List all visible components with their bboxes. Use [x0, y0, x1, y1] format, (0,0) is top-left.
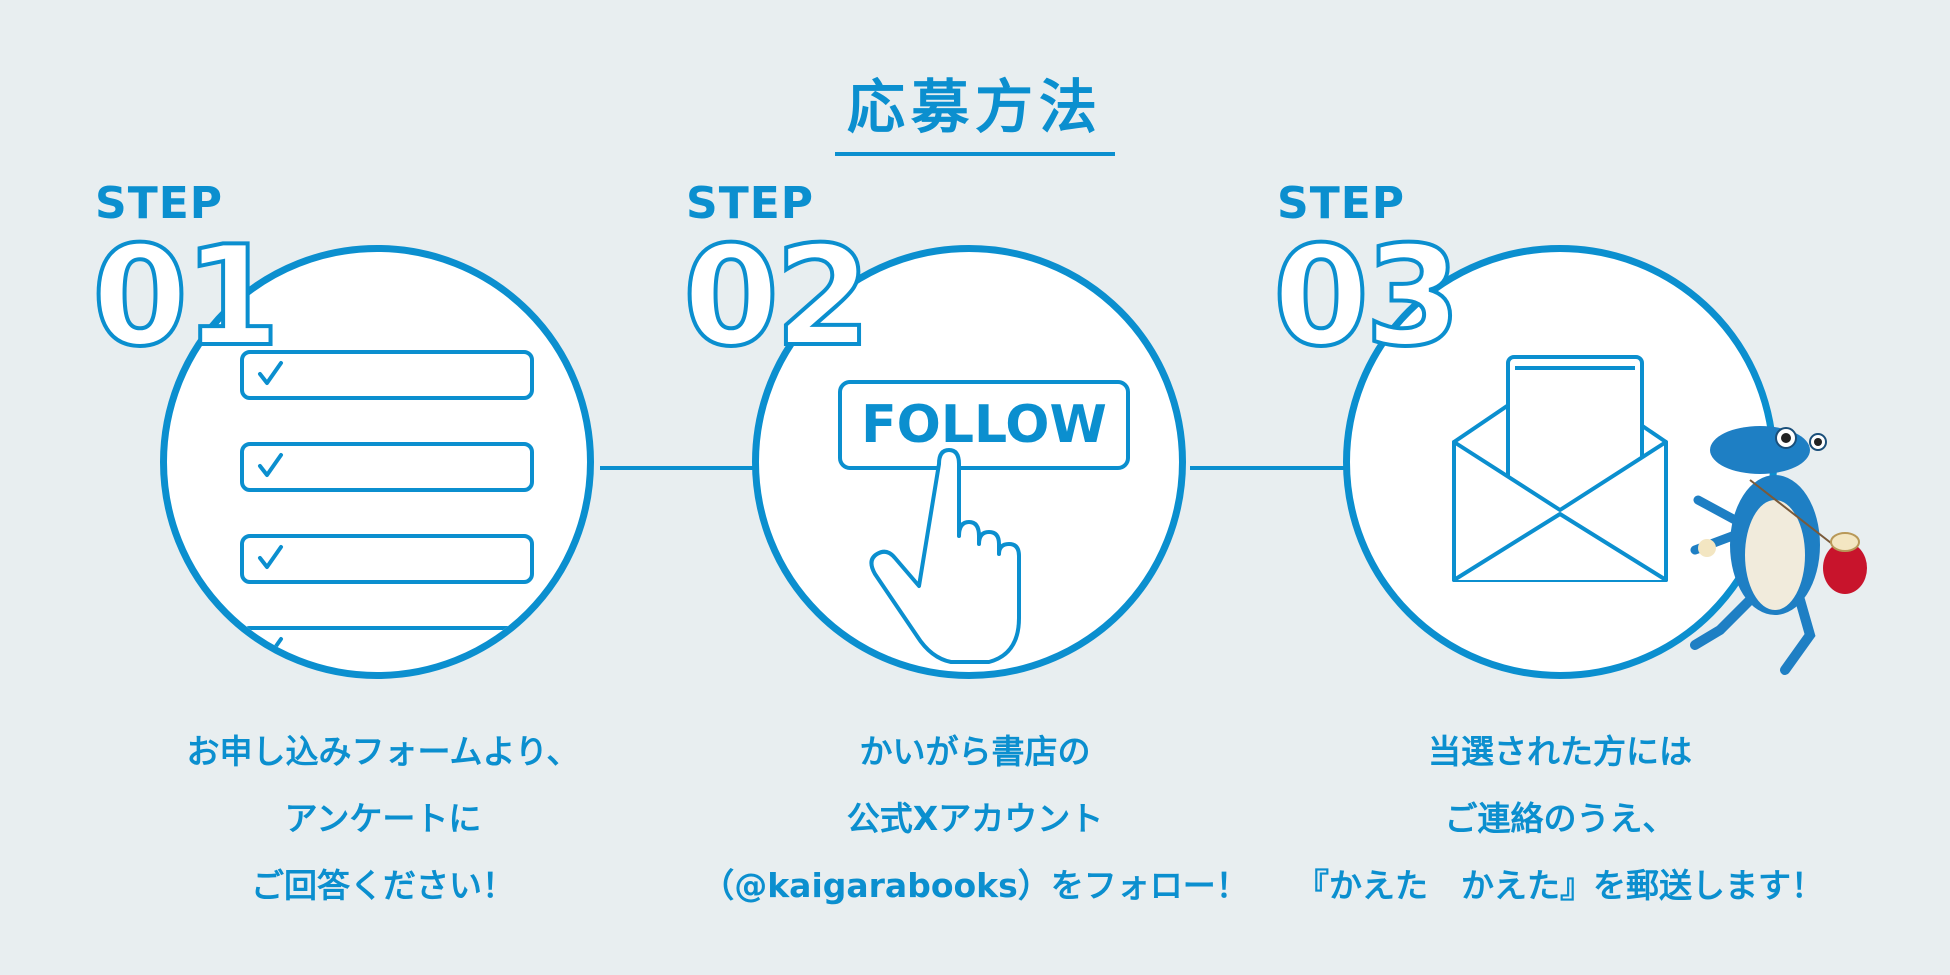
step-label-1: STEP: [95, 178, 224, 229]
connector-line-2: [1190, 466, 1350, 470]
follow-button-label: FOLLOW: [861, 395, 1107, 455]
envelope-book-icon: [1452, 355, 1668, 582]
step-1-line-2: アンケートに: [284, 799, 482, 838]
step-1-line-1: お申し込みフォームより、: [186, 732, 580, 771]
step-2-line-1: かいがら書店の: [859, 732, 1091, 771]
step-number-3: 03: [1271, 216, 1463, 377]
step-2-line-3: （@kaigarabooks）をフォロー！: [701, 866, 1249, 905]
step-label-2: STEP: [686, 178, 815, 229]
step-number-2: 02: [681, 216, 873, 377]
step-1-circle: [160, 245, 594, 679]
step-3-line-2: ご連絡のうえ、: [1444, 799, 1676, 838]
step-2-line-2: 公式Xアカウント: [846, 799, 1104, 838]
step-3-description: 当選された方には ご連絡のうえ、 『かえた かえた』を郵送します！: [1280, 718, 1840, 919]
step-3-line-3: 『かえた かえた』を郵送します！: [1296, 866, 1824, 905]
frog-illustration: [1690, 426, 1867, 675]
connector-line-1: [600, 466, 760, 470]
step-1-line-3: ご回答ください！: [251, 866, 515, 905]
step-number-1: 01: [90, 216, 282, 377]
step-label-3: STEP: [1277, 178, 1406, 229]
follow-button-icon: [838, 380, 1130, 664]
step-1-description: お申し込みフォームより、 アンケートに ご回答ください！: [103, 718, 663, 919]
step-3-circle: [1343, 245, 1777, 679]
step-3-line-1: 当選された方には: [1428, 732, 1692, 771]
step-2-description: かいがら書店の 公式Xアカウント （@kaigarabooks）をフォロー！: [695, 718, 1255, 919]
page-title: 応募方法: [834, 60, 1115, 156]
step-2-circle: FOLLOW: [752, 245, 1186, 679]
page-title-wrap: 応募方法: [0, 60, 1950, 156]
